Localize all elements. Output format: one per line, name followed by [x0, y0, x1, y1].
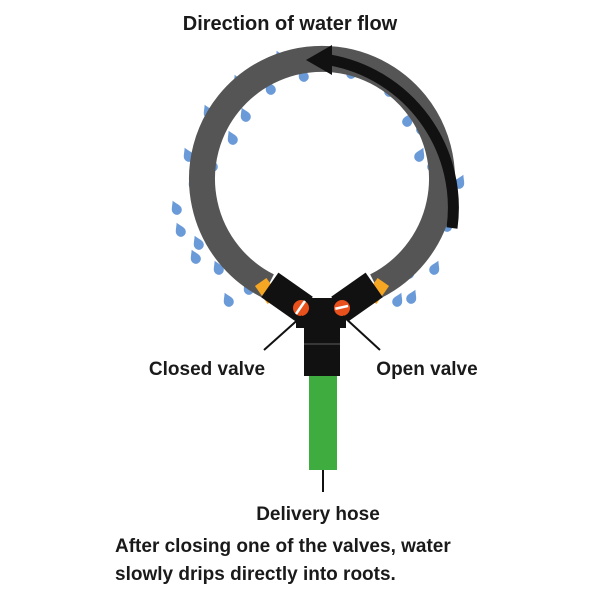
water-drop-icon — [223, 292, 234, 307]
caption-line-2: slowly drips directly into roots. — [115, 564, 396, 585]
water-drop-icon — [429, 260, 440, 275]
water-drop-icon — [175, 222, 186, 237]
delivery-hose-label: Delivery hose — [256, 504, 380, 525]
water-drop-icon — [213, 260, 224, 275]
water-drop-icon — [414, 147, 425, 162]
open-valve-label: Open valve — [376, 359, 477, 380]
water-drop-icon — [240, 107, 251, 122]
delivery-hose — [309, 376, 337, 470]
curved-arrow-icon — [329, 54, 459, 229]
closed-valve-pointer — [263, 315, 303, 351]
arrow-head — [306, 45, 332, 75]
caption-line-1: After closing one of the valves, water — [115, 536, 451, 557]
valve-icon — [334, 300, 350, 316]
open-valve-pointer — [342, 315, 381, 351]
water-drop-icon — [227, 130, 238, 145]
y-fitting — [261, 272, 383, 376]
water-drop-icon — [392, 292, 403, 307]
water-drop-icon — [171, 200, 182, 215]
valve-icon — [293, 300, 309, 316]
flow-direction-label: Direction of water flow — [183, 13, 398, 35]
closed-valve-label: Closed valve — [149, 359, 265, 380]
water-drop-icon — [406, 289, 417, 304]
water-drop-icon — [190, 249, 201, 264]
water-drop-icon — [193, 235, 204, 250]
